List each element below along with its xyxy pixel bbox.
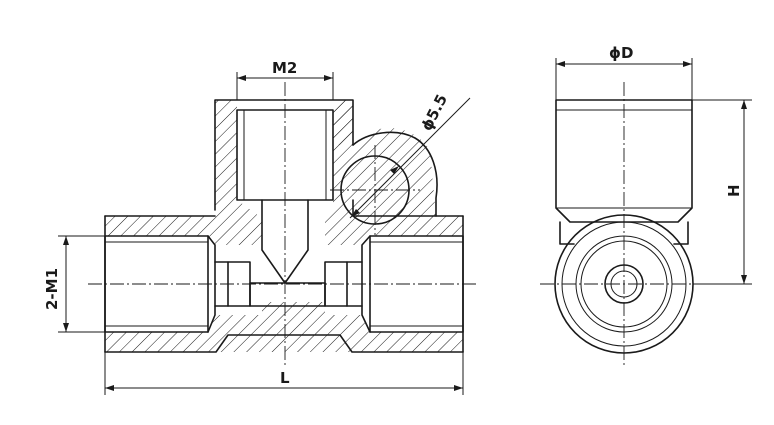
dimension-phi-d: ϕD [555,44,693,100]
label-2-m1: 2-M1 [43,268,61,310]
label-phi-5-5: ϕ5.5 [418,91,452,134]
label-m2: M2 [272,59,297,77]
side-view: ϕD H [540,44,752,365]
front-section-view: M2 ϕ5.5 2-M1 L [43,59,478,395]
label-phi-d: ϕD [609,44,633,62]
dimension-2-m1: 2-M1 [43,235,105,333]
dimension-h: H [692,99,752,285]
dimension-l: L [104,352,464,395]
label-l: L [280,369,290,387]
center-lines [88,82,478,365]
hatched-walls [105,100,463,352]
dimension-m2: M2 [236,59,334,100]
label-h: H [725,184,743,197]
mounting-hole [340,127,463,225]
